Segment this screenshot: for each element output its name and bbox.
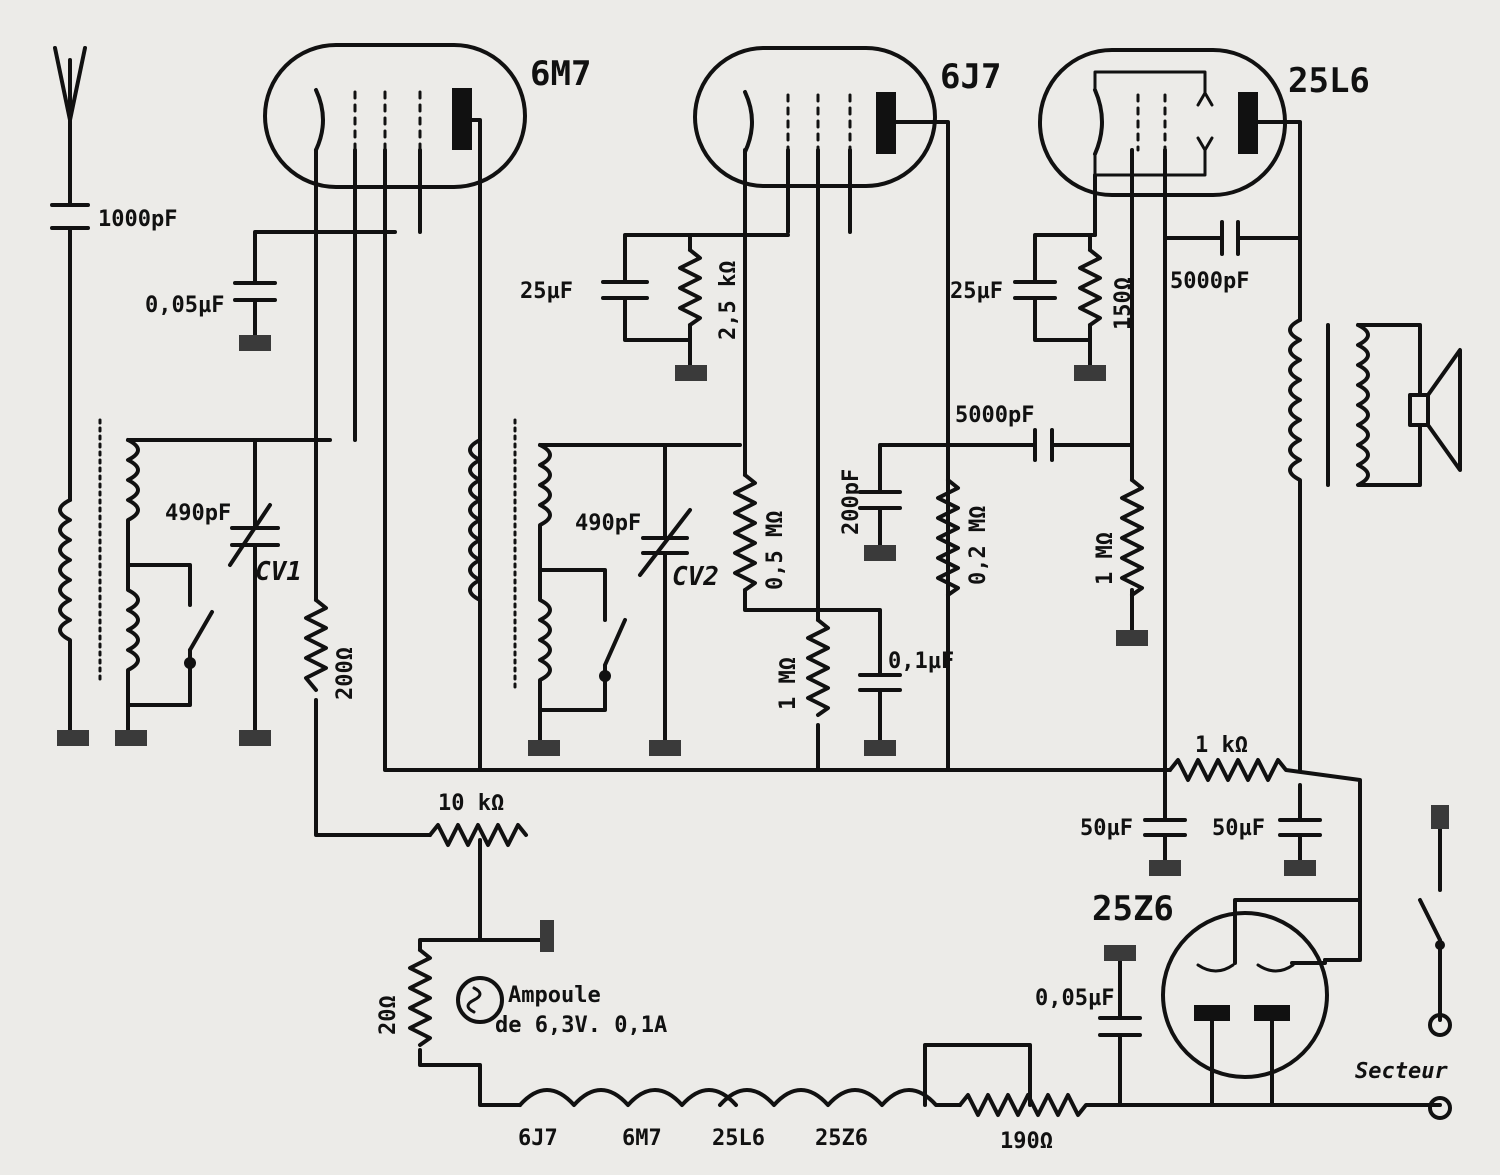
loudspeaker <box>1408 348 1462 472</box>
heater-chain <box>518 1088 962 1107</box>
cathode-25l6-network <box>1033 233 1097 367</box>
capacitor-5000pf-b <box>1220 220 1240 256</box>
resistor-20 <box>408 948 432 1047</box>
resistor-190 <box>923 1043 1442 1117</box>
label-cv2: CV2 <box>672 562 719 592</box>
tube-6j7 <box>693 46 950 772</box>
resistor-1m-b <box>1120 478 1144 597</box>
label-tube-6m7: 6M7 <box>530 54 591 94</box>
tube-6m7 <box>263 43 527 772</box>
capacitor-0-05uf-b <box>1098 1016 1142 1037</box>
capacitor-200pf <box>858 490 902 510</box>
capacitor-0-1uf <box>858 673 902 692</box>
resistor-1m-a <box>806 618 830 717</box>
screen-6j7-network <box>743 443 882 742</box>
cathode-6j7-network <box>623 233 790 367</box>
agc-capacitor <box>233 281 277 302</box>
label-c-5000b: 5000pF <box>1170 269 1249 294</box>
capacitor-25uf-a <box>601 280 649 300</box>
agc-wire <box>253 230 397 337</box>
label-heater-4: 25Z6 <box>815 1126 868 1151</box>
potentiometer-10k <box>428 823 528 857</box>
cv1-variable-capacitor <box>228 503 280 567</box>
capacitor-50uf-a <box>1143 818 1187 837</box>
label-r-25k: 2,5 kΩ <box>716 261 741 340</box>
b-plus-bus <box>383 230 1172 772</box>
capacitor-25uf-b <box>1013 280 1057 300</box>
resistor-1k <box>1168 758 1362 962</box>
tube-25z6 <box>1161 898 1362 1107</box>
resistor-150 <box>1078 248 1102 327</box>
label-tube-25l6: 25L6 <box>1288 61 1370 101</box>
label-c-cv2: 490pF <box>575 511 641 536</box>
label-r-200: 200Ω <box>333 647 358 700</box>
label-lamp-1: Ampoule <box>508 983 601 1008</box>
label-tube-6j7: 6J7 <box>940 57 1001 97</box>
label-heater-1: 6J7 <box>518 1126 558 1151</box>
tube-25l6 <box>1038 48 1302 772</box>
label-c-agc: 0,05µF <box>145 293 224 318</box>
label-heater-2: 6M7 <box>622 1126 662 1151</box>
label-cv1: CV1 <box>255 557 302 587</box>
resistor-2-5k <box>678 248 702 327</box>
label-r-10k: 10 kΩ <box>438 791 504 816</box>
label-tube-25z6: 25Z6 <box>1092 889 1174 929</box>
label-r-150: 150Ω <box>1111 277 1136 330</box>
cathode-6m7-wire <box>314 438 432 837</box>
capacitor-5000pf-a <box>1033 428 1054 462</box>
mains-terminal-bottom <box>1428 1096 1452 1120</box>
label-r-1k: 1 kΩ <box>1195 733 1248 758</box>
label-r-1m-b: 1 MΩ <box>1093 532 1118 585</box>
output-transformer <box>1288 318 1422 772</box>
label-c-005b: 0,05µF <box>1035 986 1114 1011</box>
label-c-cv1: 490pF <box>165 501 231 526</box>
label-r-05m: 0,5 MΩ <box>763 511 788 590</box>
label-c-25a: 25µF <box>520 279 573 304</box>
power-switch <box>1418 823 1445 1022</box>
lamp-network-wire <box>418 853 550 1107</box>
ground-symbols <box>57 335 1449 961</box>
coil-2-primary <box>468 438 482 602</box>
label-c-25b: 25µF <box>950 279 1003 304</box>
label-c-01: 0,1µF <box>888 649 954 674</box>
filter-caps-wire <box>1163 768 1302 862</box>
label-r-1m-a: 1 MΩ <box>776 657 801 710</box>
label-secteur: Secteur <box>1355 1059 1448 1084</box>
label-c-50b: 50µF <box>1212 816 1265 841</box>
capacitor-50uf-b <box>1278 818 1322 837</box>
antenna-coil-primary <box>58 498 72 732</box>
label-c-5000a: 5000pF <box>955 403 1034 428</box>
plate-6j7-network <box>878 443 1134 772</box>
label-lamp-2: de 6,3V. 0,1A <box>495 1013 667 1038</box>
mains-terminal-top <box>1428 1013 1452 1037</box>
label-r-02m: 0,2 MΩ <box>966 506 991 585</box>
label-c-200p: 200pF <box>839 469 864 535</box>
label-r-190: 190Ω <box>1000 1129 1053 1154</box>
coil-2-secondary <box>538 443 742 742</box>
pilot-lamp <box>456 976 504 1024</box>
resistor-0-5m <box>733 473 757 592</box>
label-c-50a: 50µF <box>1080 816 1133 841</box>
antenna-coil-secondary <box>126 438 332 732</box>
label-heater-3: 25L6 <box>712 1126 765 1151</box>
label-c-antenna: 1000pF <box>98 207 177 232</box>
resistor-200 <box>304 598 328 692</box>
cv2-variable-capacitor <box>638 508 692 577</box>
antenna-symbol <box>53 46 87 122</box>
antenna-coupling-capacitor <box>50 203 90 230</box>
resistor-0-2m <box>936 478 960 597</box>
label-r-20: 20Ω <box>376 995 401 1035</box>
